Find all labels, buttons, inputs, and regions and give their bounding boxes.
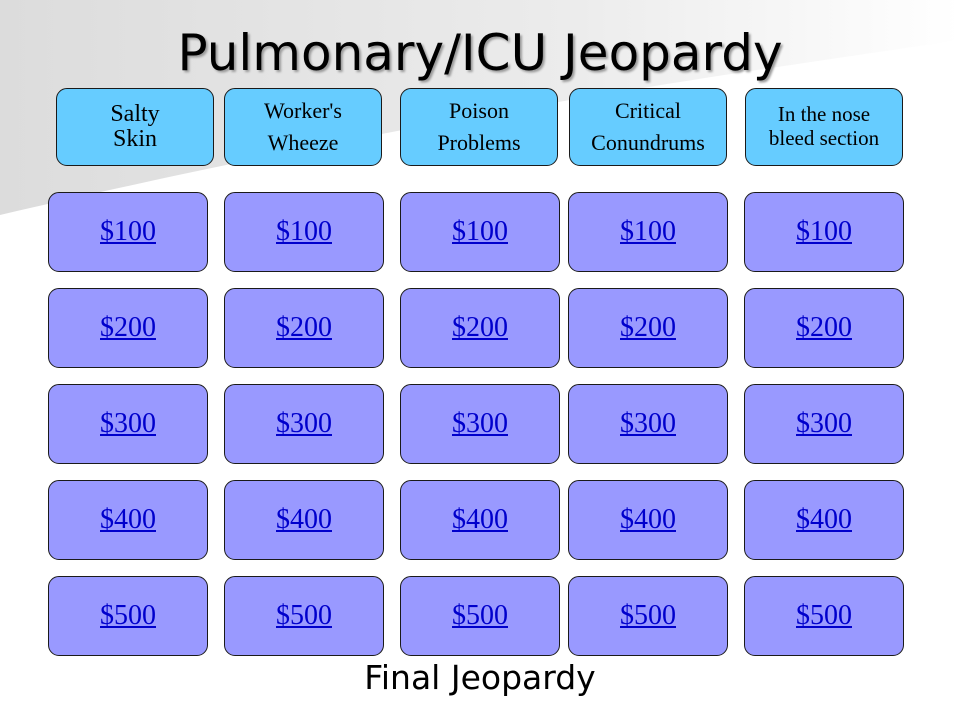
tile-value-link[interactable]: $300 xyxy=(452,408,508,439)
tile-value-link[interactable]: $200 xyxy=(100,312,156,343)
question-tile-cat5-row4[interactable]: $400 xyxy=(744,480,904,560)
question-tile-cat5-row3[interactable]: $300 xyxy=(744,384,904,464)
question-tile-cat2-row1[interactable]: $100 xyxy=(224,192,384,272)
tile-value-link[interactable]: $400 xyxy=(796,504,852,535)
page-title: Pulmonary/ICU Jeopardy xyxy=(177,24,783,82)
tile-value-link[interactable]: $100 xyxy=(276,216,332,247)
category-header-2: Worker's Wheeze xyxy=(224,88,382,166)
question-tile-cat1-row5[interactable]: $500 xyxy=(48,576,208,656)
question-tile-cat5-row1[interactable]: $100 xyxy=(744,192,904,272)
tile-value-link[interactable]: $200 xyxy=(796,312,852,343)
question-tile-cat4-row1[interactable]: $100 xyxy=(568,192,728,272)
question-tile-cat1-row3[interactable]: $300 xyxy=(48,384,208,464)
question-tile-cat4-row3[interactable]: $300 xyxy=(568,384,728,464)
tile-value-link[interactable]: $200 xyxy=(620,312,676,343)
tile-value-link[interactable]: $500 xyxy=(620,600,676,631)
tile-value-link[interactable]: $500 xyxy=(452,600,508,631)
question-tile-cat3-row3[interactable]: $300 xyxy=(400,384,560,464)
question-tile-cat1-row1[interactable]: $100 xyxy=(48,192,208,272)
question-tile-cat4-row2[interactable]: $200 xyxy=(568,288,728,368)
category-header-1: Salty Skin xyxy=(56,88,214,166)
tile-value-link[interactable]: $400 xyxy=(620,504,676,535)
tile-value-link[interactable]: $300 xyxy=(100,408,156,439)
question-tile-cat2-row5[interactable]: $500 xyxy=(224,576,384,656)
question-tile-cat5-row5[interactable]: $500 xyxy=(744,576,904,656)
tile-value-link[interactable]: $400 xyxy=(100,504,156,535)
question-tile-cat4-row4[interactable]: $400 xyxy=(568,480,728,560)
tile-value-link[interactable]: $500 xyxy=(276,600,332,631)
final-jeopardy-link[interactable]: Final Jeopardy xyxy=(364,658,596,697)
tile-value-link[interactable]: $100 xyxy=(620,216,676,247)
question-tile-cat5-row2[interactable]: $200 xyxy=(744,288,904,368)
category-header-4: Critical Conundrums xyxy=(569,88,727,166)
question-tile-cat4-row5[interactable]: $500 xyxy=(568,576,728,656)
question-tile-cat1-row2[interactable]: $200 xyxy=(48,288,208,368)
question-tile-cat3-row1[interactable]: $100 xyxy=(400,192,560,272)
tile-value-link[interactable]: $100 xyxy=(100,216,156,247)
tile-value-link[interactable]: $100 xyxy=(796,216,852,247)
tile-value-link[interactable]: $400 xyxy=(276,504,332,535)
tile-value-link[interactable]: $300 xyxy=(276,408,332,439)
question-tile-cat2-row3[interactable]: $300 xyxy=(224,384,384,464)
tile-value-link[interactable]: $300 xyxy=(796,408,852,439)
tile-value-link[interactable]: $500 xyxy=(100,600,156,631)
question-tile-cat2-row4[interactable]: $400 xyxy=(224,480,384,560)
tile-value-link[interactable]: $300 xyxy=(620,408,676,439)
question-tile-cat1-row4[interactable]: $400 xyxy=(48,480,208,560)
tile-value-link[interactable]: $200 xyxy=(452,312,508,343)
tile-value-link[interactable]: $100 xyxy=(452,216,508,247)
tile-value-link[interactable]: $400 xyxy=(452,504,508,535)
category-header-3: Poison Problems xyxy=(400,88,558,166)
tile-value-link[interactable]: $500 xyxy=(796,600,852,631)
question-tile-cat2-row2[interactable]: $200 xyxy=(224,288,384,368)
question-tile-cat3-row2[interactable]: $200 xyxy=(400,288,560,368)
question-tile-cat3-row5[interactable]: $500 xyxy=(400,576,560,656)
category-header-5: In the nose bleed section xyxy=(745,88,903,166)
tile-value-link[interactable]: $200 xyxy=(276,312,332,343)
question-tile-cat3-row4[interactable]: $400 xyxy=(400,480,560,560)
